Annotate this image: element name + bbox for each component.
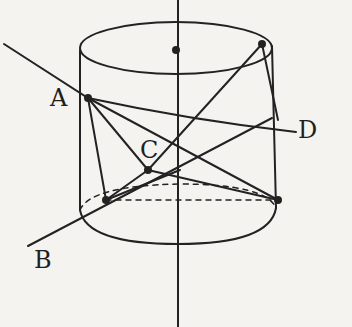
segment <box>88 98 278 200</box>
point-label: C <box>140 138 158 162</box>
point <box>274 196 282 204</box>
line-b <box>28 118 272 246</box>
point-label: D <box>298 118 317 142</box>
line-ad <box>4 44 296 132</box>
segment <box>148 44 262 170</box>
point <box>258 40 266 48</box>
point <box>102 196 110 204</box>
segment <box>106 199 278 201</box>
point-label: B <box>34 248 52 272</box>
segment <box>88 98 106 200</box>
point-label: A <box>50 86 67 110</box>
point <box>84 94 92 102</box>
segment <box>262 44 278 120</box>
point <box>172 46 180 54</box>
segment <box>106 170 180 200</box>
segment <box>88 98 148 170</box>
right-side <box>272 46 276 208</box>
bottom-front <box>80 208 276 244</box>
point <box>144 166 152 174</box>
left-side <box>79 50 81 210</box>
